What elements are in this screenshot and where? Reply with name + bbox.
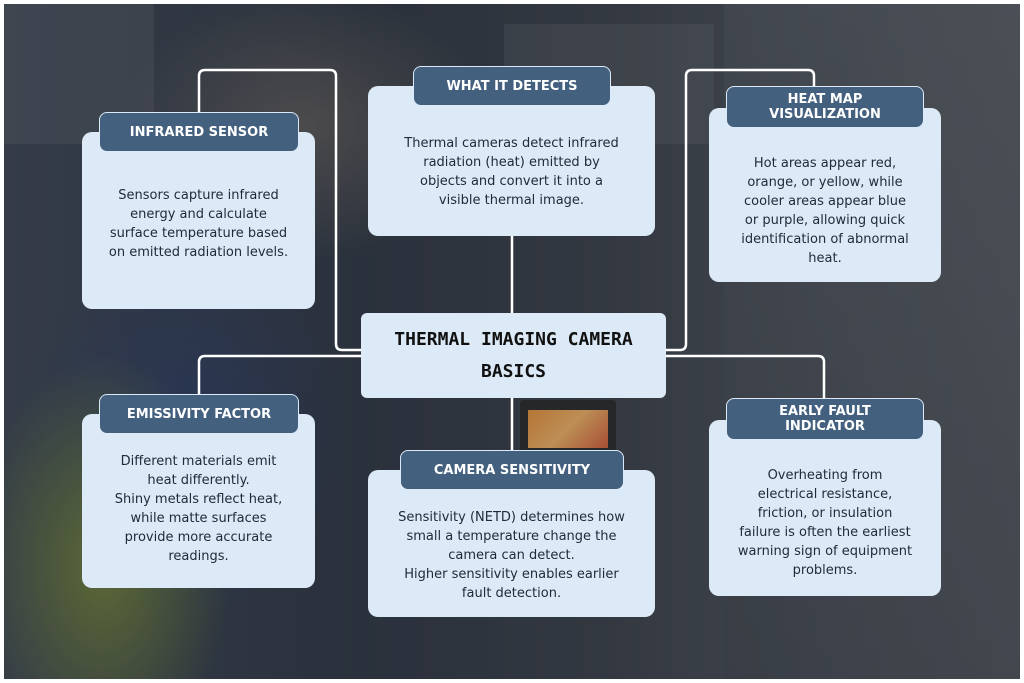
heat-map-heading: HEAT MAP VISUALIZATION (726, 86, 924, 128)
camera-sensitivity-text-line: Higher sensitivity enables earlier (404, 567, 619, 582)
heat-map-text-line: Hot areas appear red, (753, 156, 897, 171)
heat-map-text-line: orange, or yellow, while (747, 175, 903, 190)
early-fault-heading-line: INDICATOR (785, 419, 865, 434)
infographic-canvas: Sensors capture infrared energy and calc… (4, 4, 1020, 679)
what-it-detects-heading: WHAT IT DETECTS (413, 66, 611, 106)
infrared-sensor-text-line: on emitted radiation levels. (108, 245, 289, 260)
infrared-sensor-text-line: surface temperature based (109, 226, 288, 241)
connector-lines (197, 68, 826, 452)
early-fault-text-line: failure is often the earliest (739, 525, 911, 540)
emissivity-card: Different materials emit heat differentl… (82, 414, 315, 588)
emissivity-text-line: Different materials emit (120, 454, 277, 469)
thermal-camera-device-image (520, 400, 616, 456)
camera-sensitivity-text-line: Sensitivity (NETD) determines how (398, 510, 625, 525)
central-title: THERMAL IMAGING CAMERA BASICS (394, 328, 633, 382)
infrared-sensor-text-line: energy and calculate (130, 207, 267, 222)
infrared-sensor-heading: INFRARED SENSOR (99, 112, 299, 152)
early-fault-text-line: electrical resistance, (757, 487, 893, 502)
what-it-detects-text-line: radiation (heat) emitted by (423, 155, 600, 170)
camera-sensitivity-text-line: fault detection. (461, 586, 562, 601)
early-fault-text-line: friction, or insulation (757, 506, 893, 521)
early-fault-text-line: warning sign of equipment (737, 544, 913, 559)
early-fault-heading: EARLY FAULT INDICATOR (726, 398, 924, 440)
camera-sensitivity-heading: CAMERA SENSITIVITY (400, 450, 624, 490)
heat-map-heading-line: HEAT MAP (787, 92, 863, 107)
camera-sensitivity-text-line: small a temperature change the (406, 529, 617, 544)
heat-map-text-line: cooler areas appear blue (743, 194, 907, 209)
camera-sensitivity-card: Sensitivity (NETD) determines how small … (368, 470, 655, 617)
what-it-detects-card: Thermal cameras detect infrared radiatio… (368, 86, 655, 236)
emissivity-heading: EMISSIVITY FACTOR (99, 394, 299, 434)
connector-early-fault (666, 354, 826, 400)
early-fault-card: Overheating from electrical resistance, … (709, 420, 941, 596)
heat-map-card: Hot areas appear red, orange, or yellow,… (709, 108, 941, 282)
emissivity-text-line: provide more accurate (124, 530, 273, 545)
what-it-detects-text-line: Thermal cameras detect infrared (404, 136, 619, 151)
connector-emissivity (197, 354, 361, 394)
camera-sensitivity-text-line: camera can detect. (448, 548, 575, 563)
thermal-camera-screen-image (528, 410, 608, 448)
what-it-detects-text-line: objects and convert it into a (419, 174, 603, 189)
emissivity-text-line: heat differently. (147, 473, 250, 488)
what-it-detects-text-line: visible thermal image. (438, 193, 585, 208)
emissivity-text-line: Shiny metals reflect heat, (114, 492, 283, 507)
connector-heat-map (666, 68, 816, 352)
emissivity-text-line: readings. (168, 549, 229, 564)
connector-infrared-sensor (197, 68, 361, 352)
heat-map-text-line: or purple, allowing quick (744, 213, 906, 228)
heat-map-heading-line: VISUALIZATION (769, 107, 881, 122)
infrared-sensor-text-line: Sensors capture infrared (118, 188, 279, 203)
heat-map-text-line: heat. (808, 251, 842, 266)
emissivity-text-line: while matte surfaces (130, 511, 267, 526)
early-fault-heading-line: EARLY FAULT (779, 404, 871, 419)
infrared-sensor-card: Sensors capture infrared energy and calc… (82, 132, 315, 309)
heat-map-text-line: identification of abnormal (741, 232, 909, 247)
central-title-box: THERMAL IMAGING CAMERA BASICS (361, 313, 666, 398)
early-fault-text-line: Overheating from (767, 468, 883, 483)
early-fault-text-line: problems. (792, 563, 858, 578)
